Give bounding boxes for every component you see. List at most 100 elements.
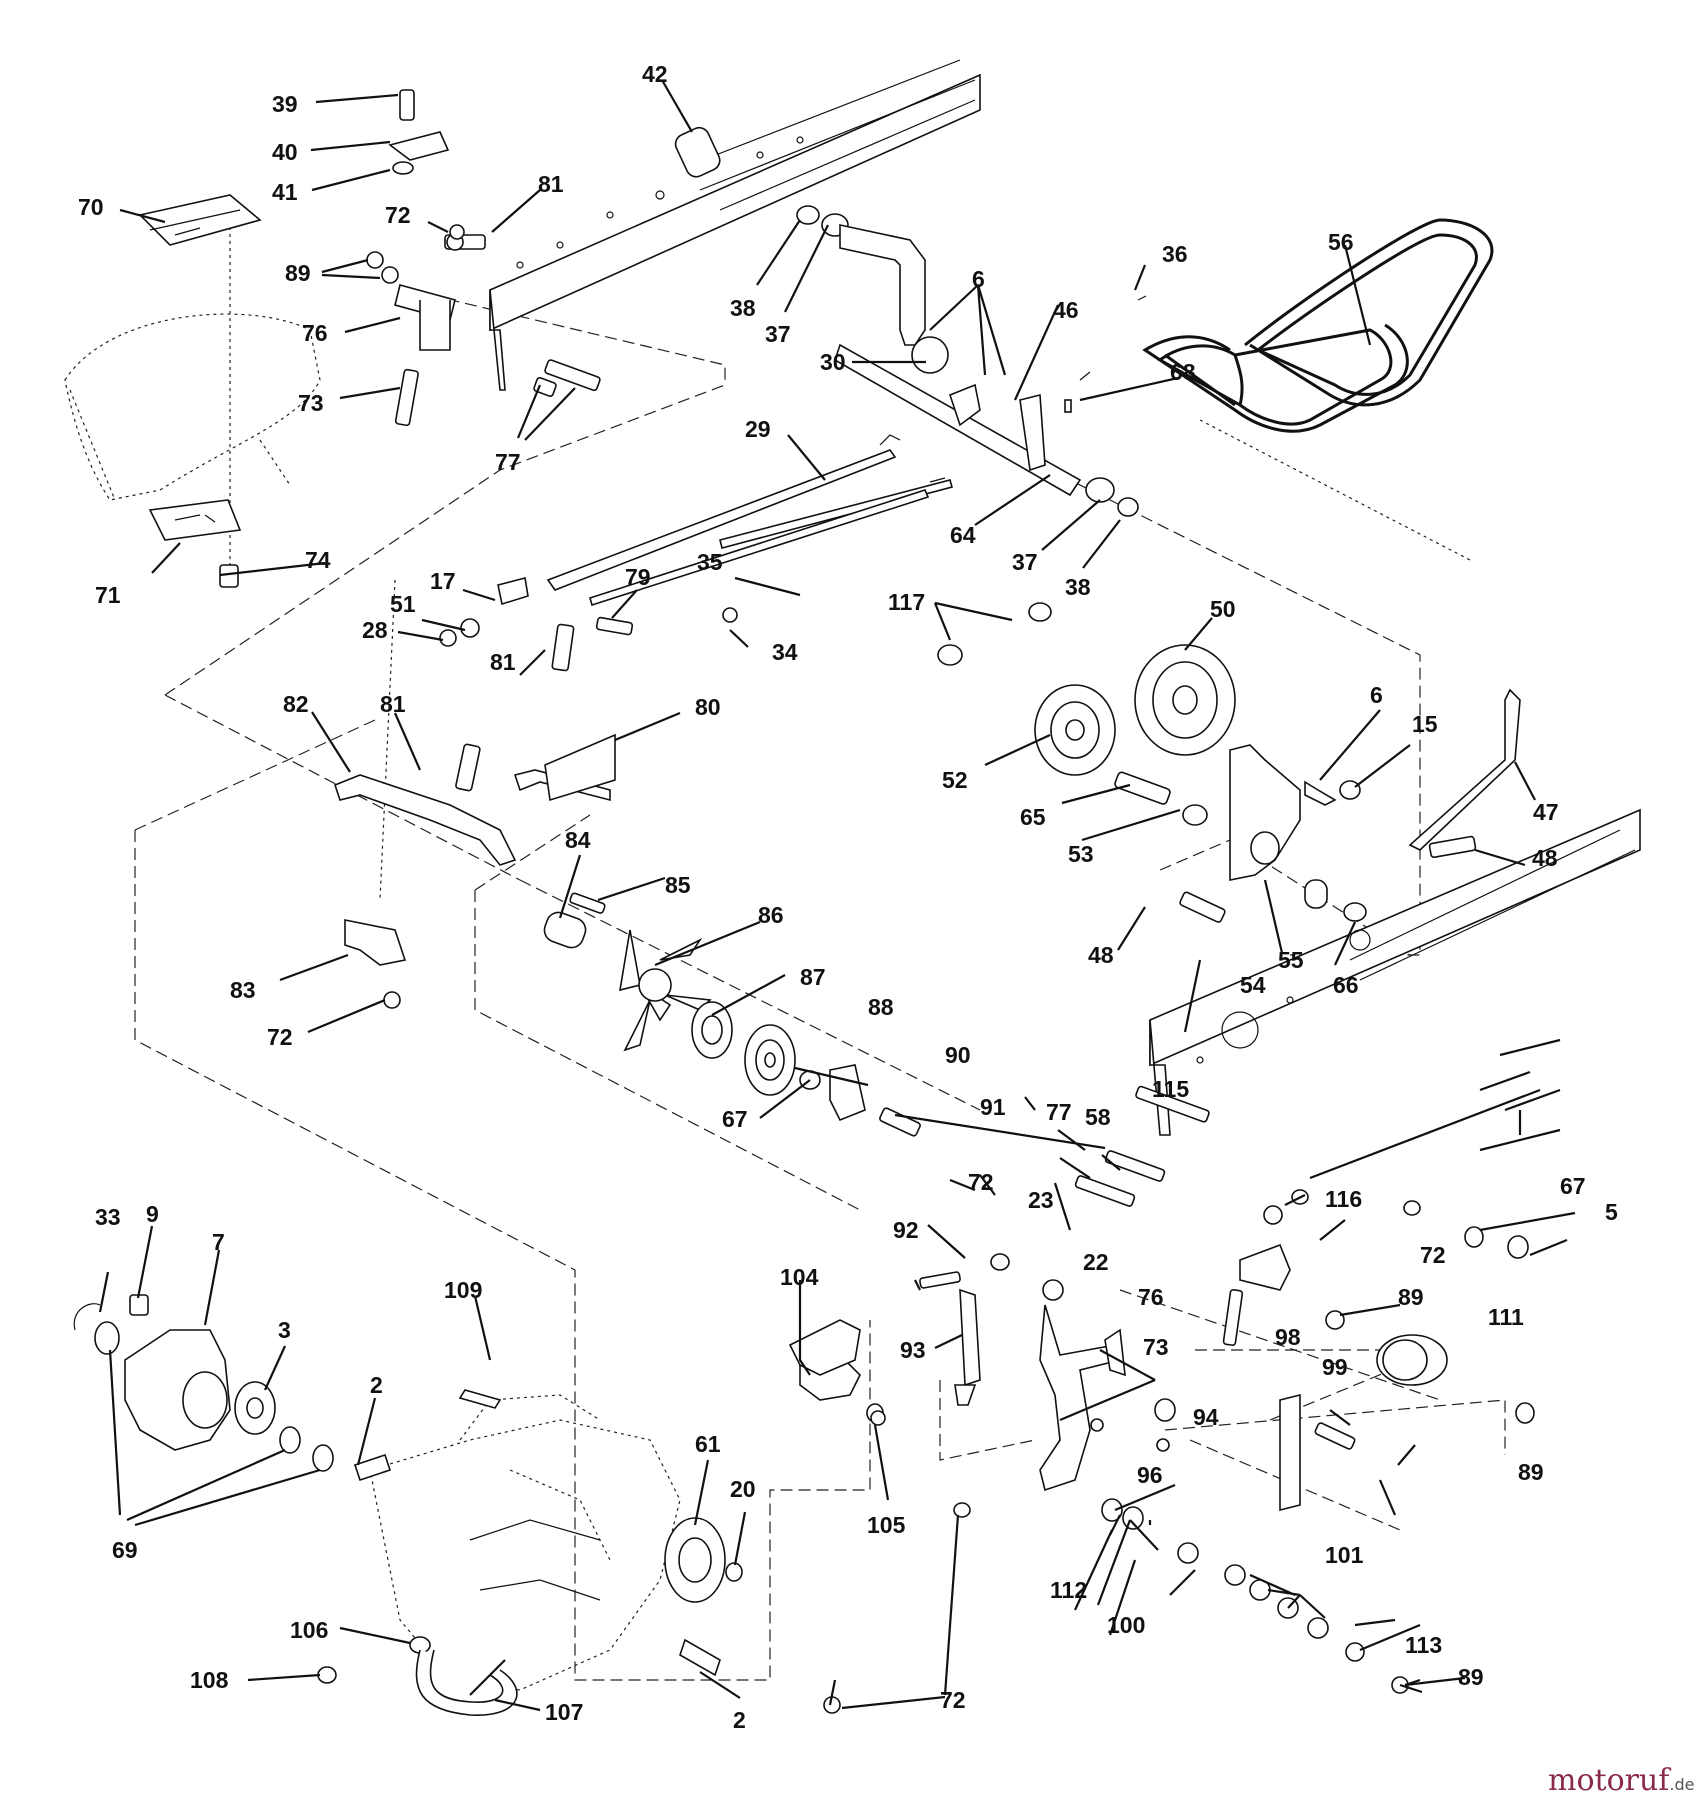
callout-83: 83 bbox=[230, 977, 256, 1003]
callout-96: 96 bbox=[1137, 1462, 1163, 1488]
callout-34: 34 bbox=[772, 639, 798, 665]
callout-117: 117 bbox=[888, 589, 925, 615]
callout-74: 74 bbox=[305, 547, 331, 573]
callout-76b: 76 bbox=[1138, 1284, 1164, 1310]
callout-2b: 2 bbox=[733, 1707, 746, 1733]
callout-58: 58 bbox=[1085, 1104, 1111, 1130]
watermark-main: motoruf bbox=[1548, 1763, 1671, 1798]
watermark-logo: motoruf.de bbox=[1548, 1763, 1695, 1798]
idler-assembly bbox=[937, 602, 1477, 923]
callout-81c: 81 bbox=[380, 691, 406, 717]
callout-109: 109 bbox=[444, 1277, 482, 1303]
callout-79: 79 bbox=[625, 564, 651, 590]
svg-text:motoruf.de: motoruf.de bbox=[1548, 1763, 1695, 1798]
callout-46: 46 bbox=[1053, 297, 1079, 323]
watermark-suffix: .de bbox=[1669, 1775, 1694, 1794]
callout-37: 37 bbox=[765, 321, 791, 347]
callout-81b: 81 bbox=[490, 649, 516, 675]
callout-42: 42 bbox=[642, 61, 668, 87]
callout-6b: 6 bbox=[1370, 682, 1383, 708]
callout-93: 93 bbox=[900, 1337, 926, 1363]
callout-35: 35 bbox=[697, 549, 723, 575]
frame-rail-lower bbox=[1149, 808, 1641, 1136]
callout-47: 47 bbox=[1533, 799, 1559, 825]
callout-9: 9 bbox=[146, 1201, 159, 1227]
callout-101: 101 bbox=[1325, 1542, 1364, 1568]
callout-111: 111 bbox=[1488, 1304, 1524, 1330]
callout-37b: 37 bbox=[1012, 549, 1038, 575]
callout-94: 94 bbox=[1193, 1404, 1219, 1430]
callout-7: 7 bbox=[212, 1229, 225, 1255]
callout-61: 61 bbox=[695, 1431, 721, 1457]
callout-105: 105 bbox=[867, 1512, 906, 1538]
callout-113: 113 bbox=[1405, 1632, 1442, 1658]
callout-72e: 72 bbox=[940, 1687, 966, 1713]
callout-53: 53 bbox=[1068, 841, 1094, 867]
callout-89: 89 bbox=[285, 260, 311, 286]
callout-77b: 77 bbox=[1046, 1099, 1072, 1125]
callout-6: 6 bbox=[972, 266, 985, 292]
fender bbox=[64, 313, 321, 541]
callout-99: 99 bbox=[1322, 1354, 1348, 1380]
drive-belt bbox=[1142, 218, 1494, 433]
callout-67: 67 bbox=[722, 1106, 748, 1132]
callout-65: 65 bbox=[1020, 804, 1046, 830]
callout-92: 92 bbox=[893, 1217, 919, 1243]
callout-54: 54 bbox=[1240, 972, 1266, 998]
callout-33: 33 bbox=[95, 1204, 121, 1230]
callout-15: 15 bbox=[1412, 711, 1438, 737]
callout-82: 82 bbox=[283, 691, 309, 717]
callout-66: 66 bbox=[1333, 972, 1359, 998]
callout-64: 64 bbox=[950, 522, 976, 548]
callout-41: 41 bbox=[272, 179, 298, 205]
callout-81: 81 bbox=[538, 171, 564, 197]
callout-55: 55 bbox=[1278, 947, 1304, 973]
callout-20: 20 bbox=[730, 1476, 756, 1502]
callout-80: 80 bbox=[695, 694, 721, 720]
callout-40: 40 bbox=[272, 139, 298, 165]
callout-85: 85 bbox=[665, 872, 691, 898]
callout-108: 108 bbox=[190, 1667, 229, 1693]
transaxle bbox=[73, 1294, 886, 1716]
callout-104: 104 bbox=[780, 1264, 819, 1290]
callout-90: 90 bbox=[945, 1042, 971, 1068]
callout-70: 70 bbox=[78, 194, 104, 220]
callout-100: 100 bbox=[1107, 1612, 1145, 1638]
shift-linkage bbox=[439, 126, 1521, 851]
frame-rail-upper bbox=[489, 59, 981, 391]
top-left-parts bbox=[138, 89, 601, 588]
callout-87: 87 bbox=[800, 964, 826, 990]
callout-91: 91 bbox=[980, 1094, 1006, 1120]
callout-72b: 72 bbox=[267, 1024, 293, 1050]
callout-68: 68 bbox=[1170, 359, 1196, 385]
leader-lines bbox=[98, 79, 1576, 1712]
callout-89b: 89 bbox=[1398, 1284, 1424, 1310]
callout-72: 72 bbox=[385, 202, 411, 228]
callout-48: 48 bbox=[1532, 845, 1558, 871]
callout-5: 5 bbox=[1605, 1199, 1618, 1225]
callout-17: 17 bbox=[430, 568, 456, 594]
callout-88: 88 bbox=[868, 994, 894, 1020]
callout-73b: 73 bbox=[1143, 1334, 1169, 1360]
callout-76: 76 bbox=[302, 320, 328, 346]
callout-84: 84 bbox=[565, 827, 591, 853]
callout-89d: 89 bbox=[1458, 1664, 1484, 1690]
callout-48b: 48 bbox=[1088, 942, 1114, 968]
callout-52: 52 bbox=[942, 767, 968, 793]
callout-56: 56 bbox=[1328, 229, 1354, 255]
callout-106: 106 bbox=[290, 1617, 328, 1643]
callout-107: 107 bbox=[545, 1699, 583, 1725]
callout-labels: 39 40 41 42 70 81 72 89 76 73 77 38 37 3… bbox=[78, 61, 1618, 1733]
callout-98: 98 bbox=[1275, 1324, 1301, 1350]
callout-2: 2 bbox=[370, 1372, 383, 1398]
callout-3: 3 bbox=[278, 1317, 291, 1343]
callout-77: 77 bbox=[495, 449, 521, 475]
callout-38b: 38 bbox=[1065, 574, 1091, 600]
callout-86: 86 bbox=[758, 902, 784, 928]
callout-67b: 67 bbox=[1560, 1173, 1586, 1199]
callout-116: 116 bbox=[1325, 1186, 1362, 1212]
callout-89c: 89 bbox=[1518, 1459, 1544, 1485]
callout-29: 29 bbox=[745, 416, 771, 442]
callout-38: 38 bbox=[730, 295, 756, 321]
